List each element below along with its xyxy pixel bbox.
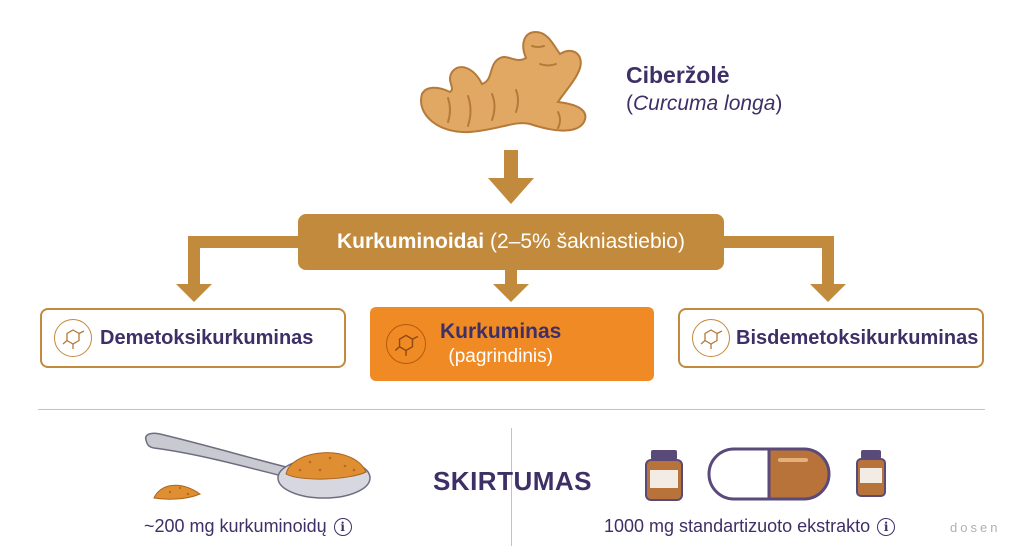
dose-left-text: ~200 mg kurkuminoidų <box>144 516 327 536</box>
molecule-icon <box>386 324 426 364</box>
arrow-branch-center <box>505 270 517 286</box>
group-note: (2–5% šakniastiebio) <box>490 230 685 253</box>
watermark: dosen <box>950 520 1001 535</box>
arrow-branch-left <box>188 236 300 248</box>
compound-box-center: Kurkuminas (pagrindinis) <box>370 307 654 381</box>
dose-right: 1000 mg standartizuoto ekstrakto i <box>604 516 896 537</box>
difference-label: SKIRTUMAS <box>432 466 593 496</box>
spoon-powder-icon <box>144 432 371 500</box>
compound-name-center: Kurkuminas <box>440 320 562 343</box>
group-name: Kurkuminoidai <box>337 230 485 253</box>
comparison-divider <box>511 428 512 546</box>
compound-box-left: Demetoksikurkuminas <box>40 308 346 368</box>
info-icon[interactable]: i <box>333 517 352 536</box>
section-divider <box>38 409 985 410</box>
molecule-icon <box>54 319 92 357</box>
molecule-icon <box>692 319 730 357</box>
compound-box-right: Bisdemetoksikurkuminas <box>678 308 984 368</box>
arrow-head-top <box>488 178 534 204</box>
source-name: Ciberžolė <box>626 62 730 88</box>
ginger-root-icon <box>420 30 587 134</box>
jar-icon <box>856 450 886 497</box>
capsule-icon <box>707 447 831 501</box>
compound-name-left: Demetoksikurkuminas <box>100 326 314 349</box>
jar-icon <box>645 450 683 501</box>
compound-name-right: Bisdemetoksikurkuminas <box>736 326 979 349</box>
info-icon[interactable]: i <box>877 517 896 536</box>
dose-right-text: 1000 mg standartizuoto ekstrakto <box>604 516 871 536</box>
flow-arrows <box>176 150 846 302</box>
arrow-down-top <box>504 150 518 180</box>
dose-left: ~200 mg kurkuminoidų i <box>144 516 352 537</box>
curcuminoids-box: Kurkuminoidai (2–5% šakniastiebio) <box>298 214 724 270</box>
source-latin-name: (Curcuma longa) <box>626 92 783 115</box>
arrow-branch-right <box>722 236 834 248</box>
compound-note-center: (pagrindinis) <box>448 346 553 367</box>
